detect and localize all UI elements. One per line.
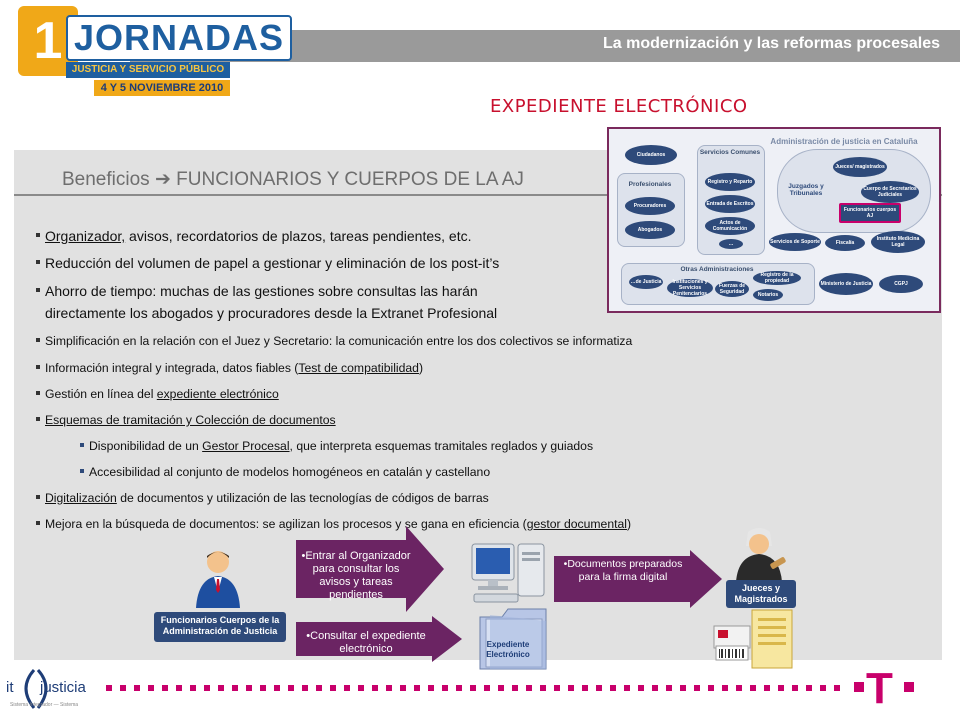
arrow-consultar <box>296 616 462 662</box>
bullet-marker <box>36 494 40 499</box>
worker-person-icon <box>196 551 240 608</box>
actor-funcionarios-label: Funcionarios Cuerpos de la Administració… <box>154 612 286 642</box>
org-dejusticia: …de Justicia <box>629 275 663 289</box>
org-registro-propiedad: Registro de la propiedad <box>753 271 801 285</box>
bullet-esquemas: Esquemas de tramitación y Colección de d… <box>36 413 336 427</box>
brand-dot-left <box>854 682 864 692</box>
bullet-marker <box>36 520 40 525</box>
bullet-marker <box>36 233 40 238</box>
bullet-digitalizacion: Digitalización de documentos y utilizaci… <box>36 491 489 505</box>
gestor-documental-link[interactable]: gestor documental <box>526 517 627 531</box>
bullet-gestion-linea: Gestión en línea del expediente electrón… <box>36 387 279 401</box>
folder-label: Expediente Electrónico <box>486 640 530 659</box>
org-cuerpo: Cuerpo de Secretarios Judiciales <box>861 181 919 203</box>
it-justicia-logo <box>24 669 48 709</box>
slide-title: EXPEDIENTE ELECTRÓNICO <box>490 96 748 117</box>
bullet-reduccion-papel: Reducción del volumen de papel a gestion… <box>36 255 499 271</box>
org-diagram: Administración de justicia en Cataluña C… <box>607 127 941 313</box>
org-ciudadanos: Ciudadanos <box>625 145 677 165</box>
arrow-consultar-text: •Consultar el expediente electrónico <box>306 630 426 655</box>
org-abogados: Abogados <box>625 221 675 239</box>
digitalizacion-link[interactable]: Digitalización <box>45 491 117 505</box>
logo-justicia-text: justicia <box>40 679 86 696</box>
brand-dot-right <box>904 682 914 692</box>
bullet-ahorro-tiempo-cont: directamente los abogados y procuradores… <box>45 305 498 321</box>
section-heading-label: Beneficios <box>62 169 150 190</box>
arrow-organizador <box>296 526 444 612</box>
folder-icon <box>479 608 547 670</box>
bullet-marker <box>36 337 40 342</box>
bullet-organizador: Organizador, avisos, recordatorios de pl… <box>36 228 471 244</box>
esquemas-link[interactable]: Esquemas de tramitación y Colección de d… <box>45 413 336 427</box>
bullet-marker <box>36 288 40 293</box>
jornadas-logo-date: 4 Y 5 NOVIEMBRE 2010 <box>94 80 230 96</box>
bullet-marker <box>80 442 84 447</box>
sub-bullet-accesibilidad: Accesibilidad al conjunto de modelos hom… <box>80 465 490 479</box>
judge-person-icon <box>736 528 786 582</box>
org-juzgados: Juzgados y Tribunales <box>788 183 824 197</box>
bullet-marker <box>36 416 40 421</box>
brand-t-mark: T <box>866 664 893 713</box>
org-funcionarios: Funcionarios cuerpos AJ <box>839 203 901 223</box>
org-jueces: Jueces/ magistrados <box>833 157 887 177</box>
logo-it-text: it <box>6 679 14 696</box>
org-fiscalia: Fiscalía <box>825 235 865 251</box>
arrow-organizador-text: •Entrar al Organizador para consultar lo… <box>301 550 411 601</box>
arrow-firma-text: •Documentos preparados para la firma dig… <box>563 558 683 583</box>
org-actos: Actos de Comunicación <box>705 217 755 235</box>
arrow-firma <box>554 550 722 608</box>
test-compatibilidad-link[interactable]: Test de compatibilidad <box>298 361 419 375</box>
bullet-marker <box>36 260 40 265</box>
heading-divider <box>14 194 942 196</box>
expediente-electronico-link[interactable]: expediente electrónico <box>156 387 279 401</box>
org-ellipsis: … <box>719 239 743 249</box>
signed-documents-icon <box>713 609 793 669</box>
org-registro: Registro y Reparto <box>705 173 755 191</box>
org-servicios-comunes: Servicios Comunes <box>699 149 761 156</box>
bullet-informacion-integral: Información integral y integrada, datos … <box>36 361 423 375</box>
bullet-marker <box>36 390 40 395</box>
footer-dotted-line <box>104 683 844 693</box>
sub-bullet-gestor-procesal: Disponibilidad de un Gestor Procesal, qu… <box>80 439 593 453</box>
bullet-marker <box>80 468 84 473</box>
org-cgpj: CGPJ <box>879 275 923 293</box>
org-fuerzas: Fuerzas de Seguridad <box>715 281 749 297</box>
arrow-right-icon: ➔ <box>154 169 177 190</box>
logo-tagline: Sistema Integrador — Sistema <box>10 702 79 708</box>
org-otras: Otras Administraciones <box>680 266 754 273</box>
org-ministerio: Ministerio de Justicia <box>819 273 873 295</box>
jornadas-logo-subtitle: JUSTICIA Y SERVICIO PÚBLICO <box>66 62 230 78</box>
org-procuradores: Procuradores <box>625 197 675 215</box>
organizador-link[interactable]: Organizador, <box>45 228 126 244</box>
bullet-ahorro-tiempo: Ahorro de tiempo: muchas de las gestione… <box>36 283 478 299</box>
header-banner-text: La modernización y las reformas procesal… <box>602 35 940 52</box>
gestor-procesal-link[interactable]: Gestor Procesal <box>202 439 290 453</box>
jornadas-logo-title: JORNADAS <box>66 15 293 61</box>
org-entrada: Entrada de Escritos <box>705 195 755 213</box>
org-instituto: Instituto Medicina Legal <box>871 231 925 253</box>
org-admin-title: Administración de justicia en Cataluña <box>770 137 918 146</box>
org-servicios-soporte: Servicios de Soporte <box>769 233 821 251</box>
section-heading: Beneficios ➔ FUNCIONARIOS Y CUERPOS DE L… <box>62 168 524 191</box>
section-heading-subject: FUNCIONARIOS Y CUERPOS DE LA AJ <box>176 169 524 190</box>
bullet-marker <box>36 364 40 369</box>
computer-icon <box>471 543 545 603</box>
org-profesionales: Profesionales <box>628 181 672 188</box>
org-notarios: Notarios <box>753 289 783 301</box>
actor-jueces-label: Jueces y Magistrados <box>726 580 796 608</box>
bullet-simplificacion: Simplificación en la relación con el Jue… <box>36 334 632 348</box>
org-instituciones: Instituciones y Servicios Penitenciarios <box>667 279 713 297</box>
